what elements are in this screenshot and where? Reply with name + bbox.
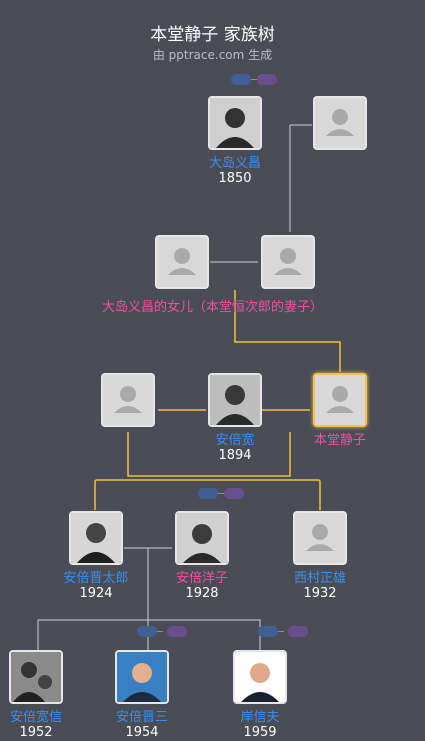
expand-toggle-icon[interactable]: [137, 626, 157, 637]
person-name: 安倍宽信: [9, 710, 62, 725]
person-photo: [115, 650, 169, 704]
person-card[interactable]: 安倍宽 1894: [175, 373, 295, 463]
portrait-image: [11, 652, 61, 702]
expand-toggle-icon[interactable]: [257, 74, 277, 85]
person-silhouette-icon: [326, 386, 354, 413]
person-card[interactable]: 大岛义昌 1850: [175, 96, 295, 186]
person-silhouette-icon: [114, 386, 142, 413]
person-card[interactable]: 安倍晋太郎 1924: [36, 511, 156, 601]
person-silhouette-icon: [326, 109, 354, 136]
person-card[interactable]: [280, 96, 400, 150]
person-year: 1954: [125, 725, 159, 740]
person-year: 1959: [243, 725, 277, 740]
person-card[interactable]: 安倍宽信 1952: [0, 650, 96, 740]
person-name: 安倍晋太郎: [63, 571, 129, 586]
person-name: 安倍晋三: [115, 710, 168, 725]
person-photo: [69, 511, 123, 565]
person-card[interactable]: 西村正雄 1932: [260, 511, 380, 601]
person-photo: [155, 235, 209, 289]
toggle-connector: [278, 631, 284, 632]
expand-toggle-icon[interactable]: [288, 626, 308, 637]
person-silhouette-icon: [168, 248, 196, 275]
person-card[interactable]: [68, 373, 188, 427]
portrait-image: [71, 513, 121, 563]
expand-toggle-icon[interactable]: [258, 626, 278, 637]
person-year: 1928: [185, 586, 219, 601]
person-photo: [261, 235, 315, 289]
person-photo: [313, 96, 367, 150]
person-silhouette-icon: [306, 524, 334, 551]
page-title: 本堂静子 家族树: [150, 25, 275, 45]
person-card[interactable]: [122, 235, 242, 289]
person-name: 安倍洋子: [175, 571, 228, 586]
person-silhouette-icon: [274, 248, 302, 275]
person-name: 大岛义昌的女儿（本堂恒次郎的妻子）: [101, 300, 323, 315]
person-card[interactable]: [228, 235, 348, 289]
person-photo: [313, 373, 367, 427]
person-year: 1932: [303, 586, 337, 601]
person-year: 1952: [19, 725, 53, 740]
person-card[interactable]: 安倍晋三 1954: [82, 650, 202, 740]
person-card[interactable]: 安倍洋子 1928: [142, 511, 262, 601]
person-name: 安倍宽: [215, 433, 255, 448]
person-photo: [175, 511, 229, 565]
person-photo: [233, 650, 287, 704]
portrait-image: [117, 652, 167, 702]
toggle-connector: [251, 79, 257, 80]
portrait-image: [210, 98, 260, 148]
person-year: 1894: [218, 448, 252, 463]
page-subtitle: 由 pptrace.com 生成: [152, 48, 273, 62]
portrait-image: [177, 513, 227, 563]
portrait-image: [235, 652, 285, 702]
person-name: 大岛义昌: [208, 156, 261, 171]
toggle-connector: [218, 493, 224, 494]
toggle-connector: [157, 631, 163, 632]
person-year: 1924: [79, 586, 113, 601]
expand-toggle-icon[interactable]: [231, 74, 251, 85]
person-name: 岸信夫: [240, 710, 280, 725]
expand-toggle-icon[interactable]: [224, 488, 244, 499]
person-year: 1850: [218, 171, 252, 186]
person-photo: [101, 373, 155, 427]
expand-toggle-icon[interactable]: [198, 488, 218, 499]
person-name: 本堂静子: [313, 433, 366, 448]
portrait-image: [210, 375, 260, 425]
person-photo: [9, 650, 63, 704]
expand-toggle-icon[interactable]: [167, 626, 187, 637]
person-card[interactable]: 岸信夫 1959: [200, 650, 320, 740]
person-photo: [293, 511, 347, 565]
person-name: 西村正雄: [293, 571, 346, 586]
person-photo: [208, 96, 262, 150]
person-card-focus[interactable]: 本堂静子: [280, 373, 400, 448]
person-photo: [208, 373, 262, 427]
